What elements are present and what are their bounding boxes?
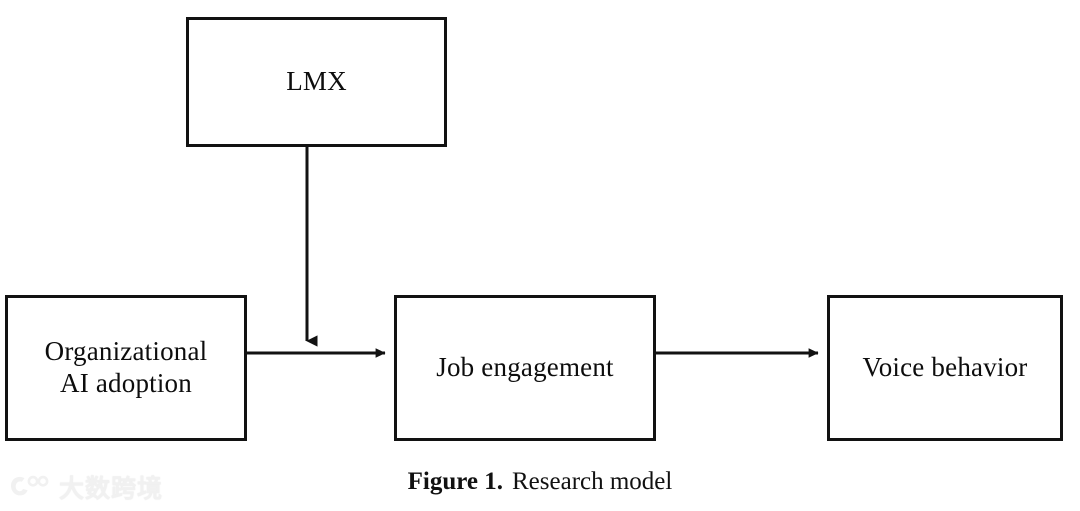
node-organizational-ai-adoption: Organizational AI adoption [5,295,247,441]
node-voice-behavior-label: Voice behavior [862,352,1028,383]
figure-caption: Figure 1. Research model [0,468,1080,496]
watermark-text: 大数跨境 [59,473,164,503]
watermark: 大数跨境 [8,470,163,506]
node-lmx: LMX [186,17,447,147]
node-job-engagement-label: Job engagement [436,352,614,383]
node-job-engagement: Job engagement [394,295,656,441]
node-organizational-ai-adoption-label: Organizational AI adoption [44,336,208,398]
watermark-logo-icon [10,475,49,496]
node-lmx-label: LMX [286,66,347,97]
figure-caption-label: Figure 1. [407,468,503,495]
figure-caption-text: Research model [512,468,673,495]
node-voice-behavior: Voice behavior [827,295,1063,441]
